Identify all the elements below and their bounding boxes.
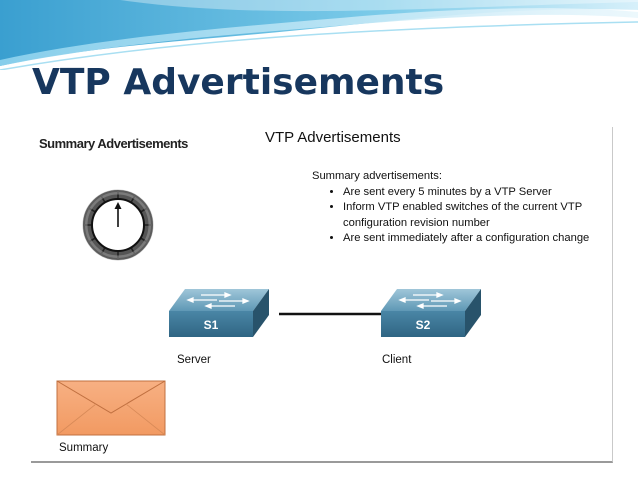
figure-panel: Summary Advertisements VTP Advertisement… (31, 127, 613, 463)
switch-s2-label: S2 (416, 318, 431, 332)
switch-topology: S1 S2 (169, 289, 481, 337)
header-wave-decoration (0, 0, 638, 70)
figure-title: VTP Advertisements (265, 129, 401, 146)
envelope-icon (56, 380, 166, 436)
client-label: Client (382, 354, 412, 366)
info-bullet: Are sent every 5 minutes by a VTP Server (343, 185, 607, 201)
switch-s1-label: S1 (204, 318, 219, 332)
info-bullet-list: Are sent every 5 minutes by a VTP Server… (312, 185, 607, 247)
section-label: Summary Advertisements (39, 136, 188, 151)
slide-title: VTP Advertisements (32, 62, 445, 103)
server-label: Server (177, 354, 211, 366)
info-heading: Summary advertisements: (312, 170, 442, 182)
clock-icon (82, 189, 154, 261)
envelope-label: Summary (59, 442, 109, 454)
switch-s1-icon (169, 289, 269, 337)
info-bullet: Are sent immediately after a configurati… (343, 231, 607, 247)
switch-s2-icon (381, 289, 481, 337)
info-block: Summary advertisements: Are sent every 5… (312, 169, 607, 247)
info-bullet: Inform VTP enabled switches of the curre… (343, 200, 607, 231)
